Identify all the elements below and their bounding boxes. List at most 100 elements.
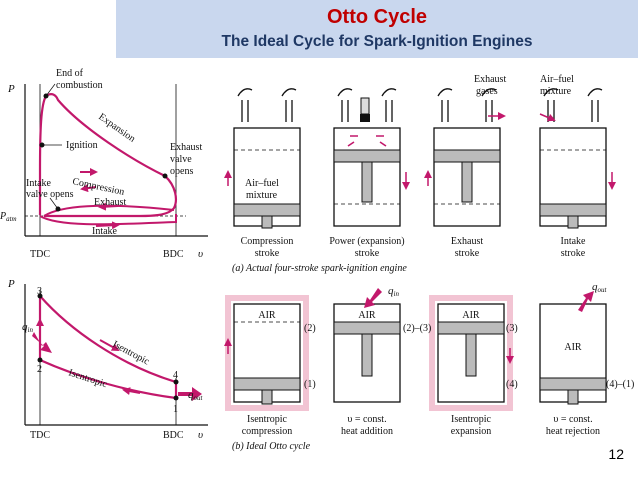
- ideal-pv-diagram: P 3 2 4 1 qin qout Isentropic Isentropic…: [7, 278, 208, 441]
- intake-label: Intake: [92, 226, 118, 237]
- state-3-label: 3: [37, 286, 42, 297]
- title-banner: [116, 0, 638, 58]
- page-number: 12: [608, 446, 624, 462]
- caption-ideal: (b) Ideal Otto cycle: [232, 441, 311, 452]
- actual-pv-diagram: P Patm TDC BDC υ End of combustion Expan…: [0, 68, 208, 260]
- end-combustion-label-1: End of: [56, 68, 84, 79]
- process-label-3b: expansion: [451, 426, 492, 437]
- qout-arrow-icon: [578, 291, 594, 312]
- air-label: AIR: [564, 342, 582, 353]
- bdc-label: BDC: [163, 249, 184, 260]
- compression-direction-arrow: [122, 387, 141, 396]
- expansion-direction-arrow: [99, 339, 120, 351]
- state-point-1: [173, 395, 179, 401]
- cylinder-power: [333, 88, 410, 227]
- air-label: AIR: [258, 310, 276, 321]
- stroke-label-2a: Power (expansion): [329, 236, 404, 247]
- state-point-3: [37, 293, 43, 299]
- ideal-cylinder-heat-rejection: [539, 291, 607, 405]
- intake-arrow: [95, 221, 120, 230]
- exhaust-gases-label-2: gases: [476, 86, 498, 97]
- qout-arrow-icon: [178, 387, 202, 401]
- qout-label: qout: [592, 281, 608, 294]
- ideal-cylinder-expansion: [437, 303, 514, 403]
- compression-curve: [43, 204, 175, 217]
- qin-label: qin: [388, 285, 399, 298]
- process-label-4b: heat rejection: [546, 426, 600, 437]
- v-axis-label: υ: [198, 248, 203, 260]
- ideal-engine-cylinders: AIR AIR AIR AIR qin qout (2) (1) (2)–(3)…: [224, 281, 634, 452]
- exhaust-valve-label-2: valve: [170, 154, 192, 165]
- caption-actual: (a) Actual four-stroke spark-ignition en…: [232, 263, 407, 274]
- state-tag: (3): [506, 323, 518, 334]
- exhaust-arrow: [98, 202, 119, 211]
- qin-label: qin: [22, 321, 33, 334]
- process-label-1b: compression: [242, 426, 293, 437]
- qin-arrow-icon: [364, 288, 382, 308]
- process-label-3a: Isentropic: [451, 414, 492, 425]
- state-tag: (2)–(3): [403, 323, 431, 334]
- state-tag: (2): [304, 323, 316, 334]
- exhaust-label: Exhaust: [94, 197, 126, 208]
- bdc-label: BDC: [163, 430, 184, 441]
- state-tag: (1): [304, 379, 316, 390]
- tdc-label: TDC: [30, 430, 50, 441]
- air-fuel-cyl-label-1: Air–fuel: [245, 178, 279, 189]
- exhaust-valve-point: [162, 173, 168, 179]
- air-fuel-top-label-1: Air–fuel: [540, 74, 574, 85]
- state-4-label: 4: [173, 370, 178, 381]
- process-label-2b: heat addition: [341, 426, 393, 437]
- slide-title: Otto Cycle: [326, 6, 428, 28]
- p-axis-label: P: [7, 278, 15, 290]
- air-fuel-top-label-2: mixture: [540, 86, 572, 97]
- ideal-cylinder-heat-addition: [333, 288, 401, 403]
- isentropic-lower-label: Isentropic: [67, 367, 109, 390]
- v-axis-label: υ: [198, 429, 203, 441]
- p-axis-label: P: [7, 83, 15, 95]
- state-tag: (4): [506, 379, 518, 390]
- exhaust-valve-label-3: opens: [170, 166, 193, 177]
- state-2-label: 2: [37, 364, 42, 375]
- cylinder-intake: [539, 88, 616, 229]
- ideal-cylinder-compression: [224, 303, 301, 405]
- compression-arrow: [80, 184, 97, 193]
- stroke-label-4b: stroke: [561, 248, 586, 259]
- intake-valve-label-1: Intake: [26, 178, 52, 189]
- exhaust-valve-label-1: Exhaust: [170, 142, 202, 153]
- cylinder-exhaust: [424, 88, 506, 227]
- intake-exhaust-loop: [39, 214, 177, 226]
- qin-arrow-icon: [32, 332, 52, 353]
- process-label-4a: υ = const.: [553, 414, 592, 425]
- qout-label: qout: [188, 389, 204, 402]
- patm-label: Patm: [0, 211, 17, 223]
- tdc-label: TDC: [30, 249, 50, 260]
- leader-line: [49, 197, 59, 210]
- process-label-1a: Isentropic: [247, 414, 288, 425]
- stroke-label-4a: Intake: [561, 236, 587, 247]
- cylinder-compression: [224, 88, 301, 229]
- end-combustion-label-2: combustion: [56, 80, 103, 91]
- isentropic-compression-curve: [39, 358, 177, 400]
- intake-valve-label-2: valve opens: [26, 189, 74, 200]
- stroke-label-3b: stroke: [455, 248, 480, 259]
- isentropic-expansion-curve: [39, 295, 177, 384]
- stroke-label-1a: Compression: [241, 236, 294, 247]
- air-label: AIR: [462, 310, 480, 321]
- compression-label: Compression: [71, 176, 125, 198]
- state-point-2: [37, 357, 43, 363]
- slide-subtitle: The Ideal Cycle for Spark-Ignition Engin…: [221, 33, 533, 50]
- air-label: AIR: [358, 310, 376, 321]
- stroke-label-1b: stroke: [255, 248, 280, 259]
- stroke-label-3a: Exhaust: [451, 236, 483, 247]
- state-tag: (4)–(1): [606, 379, 634, 390]
- state-point-4: [173, 379, 179, 385]
- exhaust-gases-label-1: Exhaust: [474, 74, 506, 85]
- process-label-2a: υ = const.: [347, 414, 386, 425]
- stroke-label-2b: stroke: [355, 248, 380, 259]
- leader-line: [45, 83, 56, 97]
- actual-engine-cylinders: Exhaust gases Air–fuel mixture Air–fuel …: [224, 74, 616, 274]
- air-fuel-cyl-label-2: mixture: [246, 190, 278, 201]
- state-1-label: 1: [173, 404, 178, 415]
- ignition-label: Ignition: [66, 140, 98, 151]
